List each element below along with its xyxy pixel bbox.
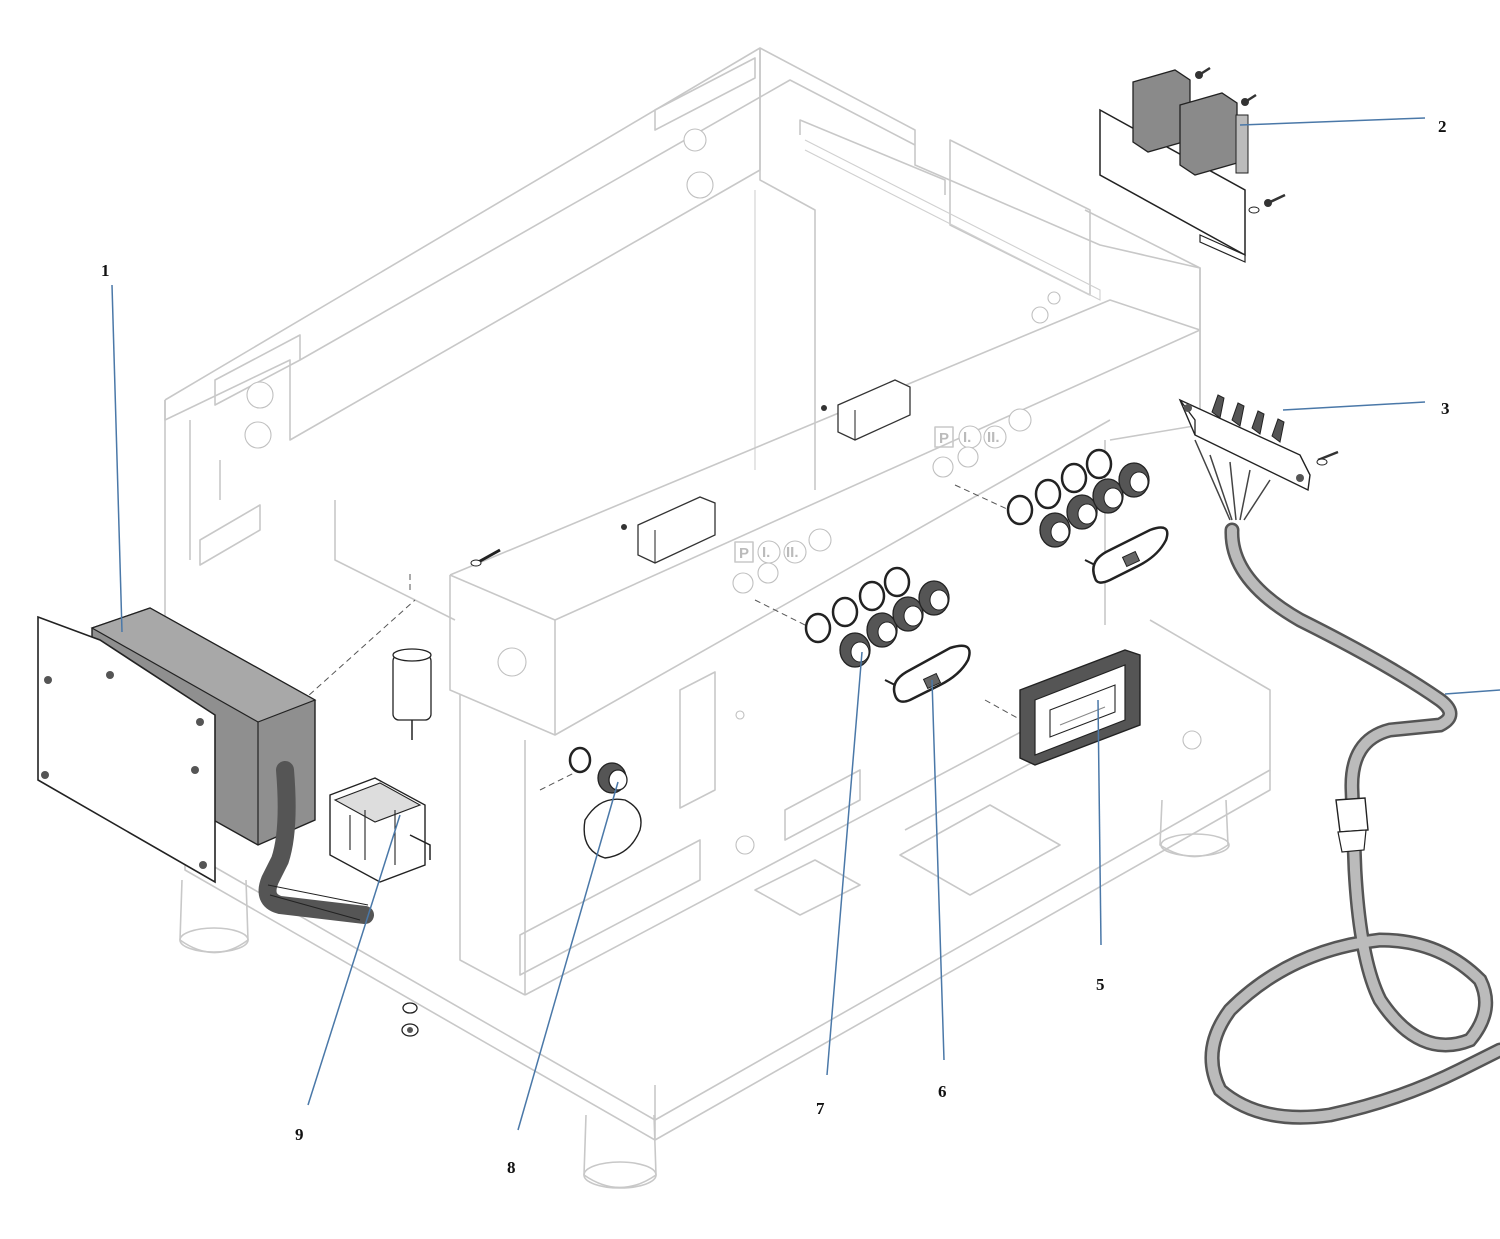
part-7-buttons-left bbox=[804, 566, 950, 668]
panel-labels-right: P I. II. bbox=[939, 429, 1000, 447]
panel-labels-left: P I. II. bbox=[739, 544, 799, 562]
leader-3 bbox=[1282, 401, 1426, 411]
part-2-relay-assembly bbox=[1099, 66, 1286, 263]
leader-5 bbox=[1097, 699, 1102, 946]
callout-label-7: 7 bbox=[816, 1099, 825, 1118]
part-3-terminal-block bbox=[1178, 394, 1500, 1125]
washers bbox=[401, 1002, 419, 1037]
panel-label-i-right: I. bbox=[963, 429, 971, 446]
callout-label-2: 2 bbox=[1438, 117, 1447, 136]
leader-7 bbox=[826, 651, 863, 1076]
leader-2 bbox=[1239, 117, 1426, 126]
leader-8 bbox=[517, 781, 619, 1131]
back-rail-brackets bbox=[470, 379, 911, 567]
part-6-indicator-lamp bbox=[884, 644, 971, 703]
panel-label-p-right: P bbox=[939, 430, 949, 447]
part-1-control-box bbox=[37, 607, 374, 924]
callout-label-5: 5 bbox=[1096, 975, 1105, 994]
callout-label-6: 6 bbox=[938, 1082, 947, 1101]
leader-lines bbox=[111, 117, 1500, 1131]
callout-label-9: 9 bbox=[295, 1125, 304, 1144]
callout-numbers: 1 2 3 5 6 7 8 9 bbox=[101, 117, 1450, 1177]
part-7-buttons-right bbox=[1006, 448, 1150, 548]
leader-1 bbox=[111, 284, 123, 633]
assembly-dash-lines bbox=[219, 484, 1031, 791]
callout-label-8: 8 bbox=[507, 1158, 516, 1177]
part-8-knob bbox=[568, 746, 642, 859]
part-5-display bbox=[1019, 649, 1141, 766]
leader-9 bbox=[307, 814, 401, 1106]
capacitor bbox=[392, 648, 432, 740]
panel-label-ii-left: II. bbox=[786, 544, 799, 561]
machine-frame bbox=[164, 47, 1271, 1189]
callout-label-3: 3 bbox=[1441, 399, 1450, 418]
panel-label-ii-right: II. bbox=[987, 429, 1000, 446]
part-6-indicator-lamp-right bbox=[1084, 526, 1169, 584]
callout-label-1: 1 bbox=[101, 261, 110, 280]
part-9-rotary-switch bbox=[329, 777, 431, 883]
panel-label-p-left: P bbox=[739, 545, 749, 562]
leader-4 bbox=[1444, 689, 1500, 695]
leader-6 bbox=[931, 679, 945, 1061]
panel-label-i-left: I. bbox=[762, 544, 770, 561]
